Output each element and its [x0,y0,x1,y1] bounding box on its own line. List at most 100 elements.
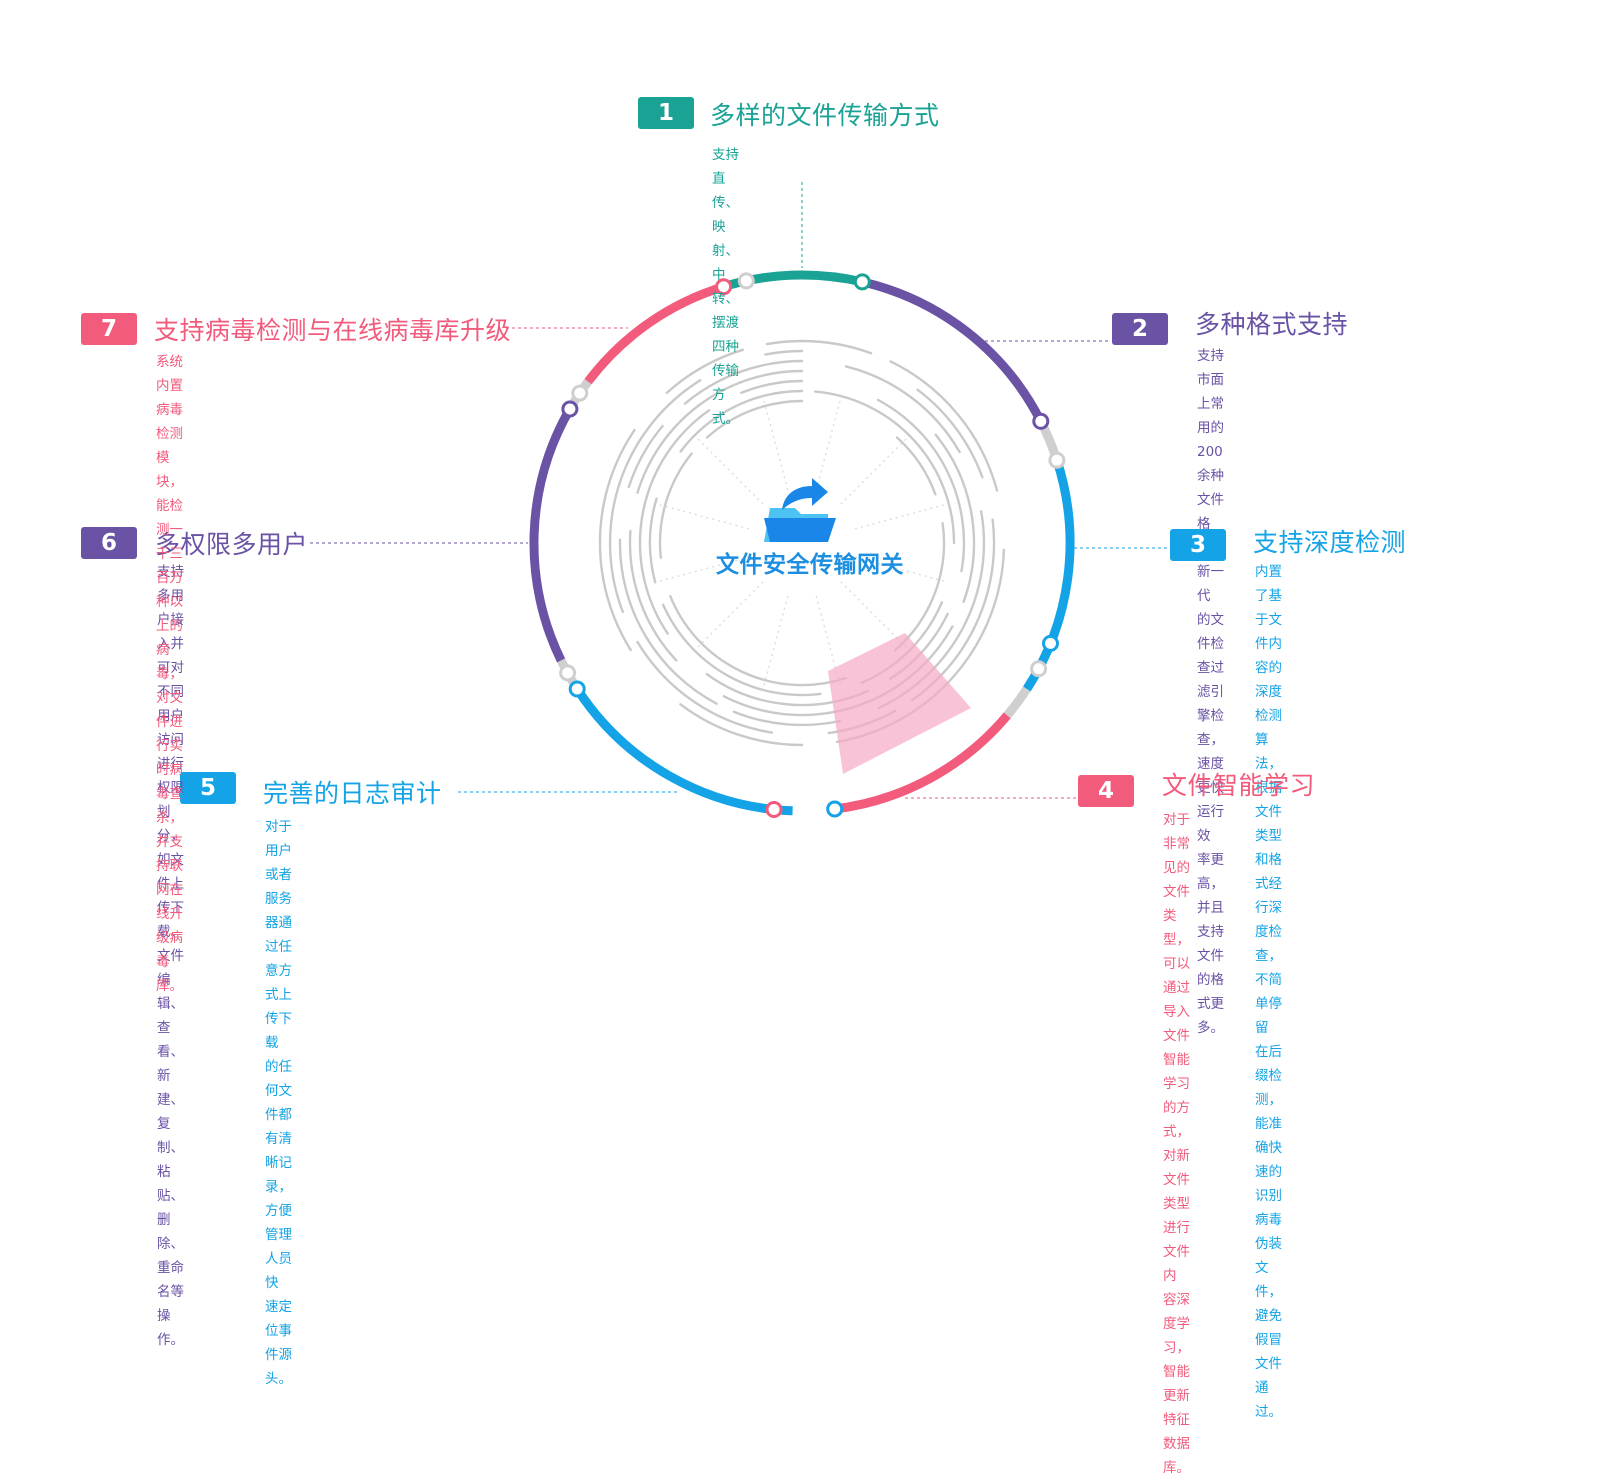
ring-node-2 [737,272,755,290]
feature-2-desc-line-3: 率更高，并且支持文件的格式更多。 [1197,852,1224,1036]
ring-gap-2 [1003,686,1031,719]
inner-arc [732,710,841,727]
inner-arc [800,339,873,355]
feature-3-desc-line-2: 文件类型和格式经行深度检查，不简单停留 [1255,804,1282,1036]
diagram-canvas [310,182,1170,818]
inner-arc [705,399,804,439]
inner-arc [679,703,804,747]
feature-5-desc-line-3: 速定位事件源头。 [265,1299,292,1387]
feature-6-desc-line-3: 复制、粘贴、删除、重命名等操作。 [157,1116,184,1348]
inner-arc [665,348,745,395]
feature-3-desc-line-1: 内置了基于文件内容的深度检测算法，根据 [1255,564,1282,796]
inner-arc [765,339,804,346]
ring-node-5 [1048,451,1066,469]
inner-arc [683,359,804,405]
ring-node-3 [853,273,871,291]
inner-arc [658,452,693,559]
folder-upload-icon [764,478,836,542]
feature-1-desc-line-1: 支持直传、映射、中转、摆渡四种传输方式。 [712,147,739,427]
feature-7-desc: 系统内置病毒检测模块，能检测一千三百万 种以上的病毒，对文件进行实时病毒查杀， … [156,350,183,998]
feature-7-title: 支持病毒检测与在线病毒库升级 [154,316,512,345]
feature-4-desc-line-1: 对于非常见的文件类型，可以通过导入文件 [1163,812,1190,1044]
badge-5: 5 [180,772,236,804]
inner-arc [618,538,718,705]
inner-arc [764,349,804,356]
feature-2-desc-line-2: 的文件检查过滤引擎检查，速度更快运行效 [1197,612,1224,844]
feature-4-title: 文件智能学习 [1162,771,1316,800]
ring-segment-4 [834,712,1011,814]
feature-3-desc-line-3: 在后缀检测，能准确快速的识别病毒伪装文 [1255,1044,1282,1276]
badge-1: 1 [638,97,694,129]
ring-node-6 [1042,634,1059,652]
ring-node-12 [561,400,579,418]
inner-arc [895,436,937,496]
badge-7: 7 [81,313,137,345]
feature-2-desc: 支持市面上常用的200余种文件格式，新一代 的文件检查过滤引擎检查，速度更快运行… [1197,344,1224,1040]
feature-6-title: 多权限多用户 [155,530,309,559]
inner-rings [598,339,1006,747]
inner-arc [628,529,678,662]
inner-arc [627,424,664,488]
ring-node-13 [571,384,589,402]
inner-arc [636,369,804,494]
radial-line [656,556,750,583]
inner-arc [740,379,804,394]
radial-line [656,503,750,530]
feature-3-desc-line-4: 件，避免假冒文件通过。 [1255,1284,1282,1420]
ring-segment-1 [722,270,864,292]
badge-6: 6 [81,527,137,559]
feature-5-desc: 对于用户或者服务器通过任意方式上传下载 的任何文件都有清晰记录，方便管理人员快 … [265,815,292,1391]
ring-node-11 [559,664,577,682]
ring-node-10 [568,680,586,698]
inner-arc [669,595,848,687]
ring-segment-3 [1023,458,1075,692]
ring-node-1 [715,278,733,296]
inner-arc [889,360,999,492]
inner-arc [844,365,961,454]
feature-5-desc-line-1: 对于用户或者服务器通过任意方式上传下载 [265,819,292,1051]
inner-arc [934,433,976,603]
inner-arc [876,398,966,573]
ring-segment-7 [584,282,725,385]
inner-arc [648,497,658,584]
radial-line [695,581,764,650]
feature-3-desc: 内置了基于文件内容的深度检测算法，根据 文件类型和格式经行深度检查，不简单停留 … [1255,560,1282,1424]
feature-3-title: 支持深度检测 [1253,528,1407,557]
badge-4: 4 [1078,775,1134,807]
radial-line [762,397,789,491]
feature-1-desc: 支持直传、映射、中转、摆渡四种传输方式。 [712,143,739,431]
ring-node-9 [765,801,783,818]
inner-arc [598,428,636,652]
center-title: 文件安全传输网关 [716,552,904,578]
inner-arc [636,640,774,734]
inner-arc [679,389,804,453]
feature-4-desc-line-2: 智能学习的方式，对新文件类型进行文件内 [1163,1052,1190,1284]
ring-segment-6 [529,406,574,663]
inner-arc [814,390,956,545]
inner-arc [661,603,822,697]
ring-node-4 [1032,412,1050,430]
radial-line [840,436,909,505]
radial-line [854,556,948,583]
feature-7-desc-line-1: 系统内置病毒检测模块，能检测一千三百万 [156,354,183,586]
feature-7-desc-line-2: 种以上的病毒，对文件进行实时病毒查杀， [156,594,183,826]
connector-lines [310,182,1170,799]
outer-ring [529,270,1075,816]
feature-6-desc-line-1: 支持多用户接入并可对不同用户访问进行权限划 [157,564,184,820]
feature-5-desc-line-2: 的任何文件都有清晰记录，方便管理人员快 [265,1059,292,1291]
ring-segment-2 [861,277,1045,424]
radial-line [695,436,764,505]
radial-line [815,397,842,491]
ring-node-7 [1030,660,1048,678]
feature-5-title: 完善的日志审计 [263,779,442,808]
radial-line [854,503,948,530]
badge-3: 3 [1170,529,1226,561]
inner-arc [638,409,711,635]
ring-nodes [559,272,1066,818]
inner-arc [916,388,984,479]
feature-2-title: 多种格式支持 [1195,310,1349,339]
ring-node-8 [826,800,844,818]
scan-highlight [828,633,971,774]
ring-segment-5 [573,686,793,816]
feature-1-title: 多样的文件传输方式 [710,101,940,130]
